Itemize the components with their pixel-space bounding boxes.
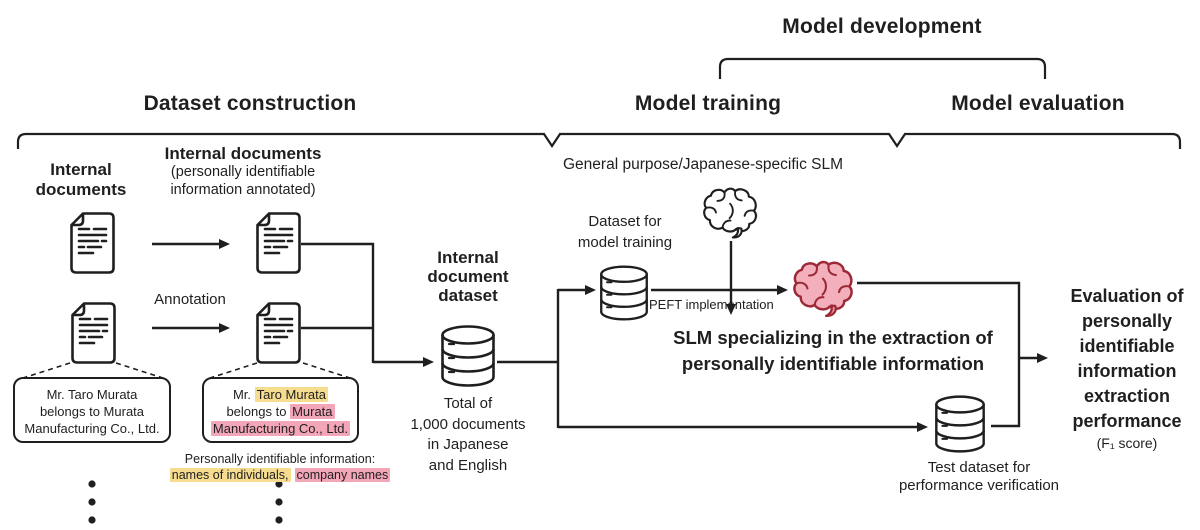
- annotated-documents-label: Internal documents (personally identifia…: [143, 144, 343, 199]
- document-icon: [70, 212, 115, 274]
- trained-slm-caption: SLM specializing in the extraction of pe…: [673, 327, 993, 374]
- company-names-highlight: company names: [294, 468, 391, 482]
- annotated-documents-label-bold: Internal documents: [164, 144, 322, 163]
- document-example-annotated: Mr. Taro Murata belongs to Murata Manufa…: [202, 377, 359, 443]
- internal-dataset-title: Internal document dataset: [427, 248, 509, 305]
- annotated-line-3: Manufacturing Co., Ltd.: [204, 420, 357, 437]
- database-icon: [441, 325, 495, 387]
- individual-names-highlight: names of individuals,: [169, 468, 291, 482]
- base-slm-label: General purpose/Japanese-specific SLM: [563, 156, 844, 173]
- company-name-highlight: Murata: [290, 404, 335, 419]
- pii-legend-title: Personally identifiable information:: [184, 452, 376, 466]
- dataset-construction-title: Dataset construction: [143, 92, 357, 115]
- person-name-highlight: Taro Murata: [254, 387, 329, 402]
- model-development-title: Model development: [782, 15, 982, 38]
- slm-brain-icon: [703, 187, 758, 239]
- model-development-brace: [718, 57, 1047, 79]
- annotated-text: belongs to: [226, 404, 291, 419]
- database-icon: [935, 395, 985, 453]
- evaluation-result-metric: (F₁ score): [1096, 435, 1158, 451]
- pii-legend: Personally identifiable information: nam…: [160, 451, 400, 483]
- document-icon: [256, 302, 301, 364]
- pii-legend-types: names of individuals,company names: [160, 467, 400, 483]
- internal-dataset-caption: Total of 1,000 documents in Japanese and…: [410, 395, 526, 474]
- annotated-line-2: belongs to Murata: [204, 403, 357, 420]
- database-icon: [600, 265, 648, 321]
- peft-label: PEFT implementation: [649, 297, 774, 312]
- training-dataset-label: Dataset for model training: [577, 213, 673, 251]
- annotated-text: Mr.: [232, 387, 255, 402]
- ellipsis-dots: [88, 480, 283, 524]
- annotation-label: Annotation: [154, 291, 226, 308]
- document-icon: [256, 212, 301, 274]
- evaluation-result-title: Evaluation of personally identifiable in…: [1070, 286, 1184, 431]
- test-dataset-label: Test dataset for performance verificatio…: [898, 459, 1060, 494]
- document-example-plain-text: Mr. Taro Murata belongs to Murata Manufa…: [24, 387, 160, 436]
- model-evaluation-title: Model evaluation: [951, 92, 1125, 115]
- sections-brace: [16, 132, 1182, 149]
- model-training-title: Model training: [634, 92, 782, 115]
- annotated-documents-label-sub: (personally identifiable information ann…: [170, 164, 316, 198]
- document-icon: [71, 302, 116, 364]
- annotated-line-1: Mr. Taro Murata: [204, 386, 357, 403]
- trained-slm-brain-icon: [793, 260, 853, 318]
- internal-documents-label: Internal documents: [35, 160, 127, 199]
- company-name-highlight: Manufacturing Co., Ltd.: [210, 421, 351, 436]
- document-example-plain: Mr. Taro Murata belongs to Murata Manufa…: [13, 377, 171, 443]
